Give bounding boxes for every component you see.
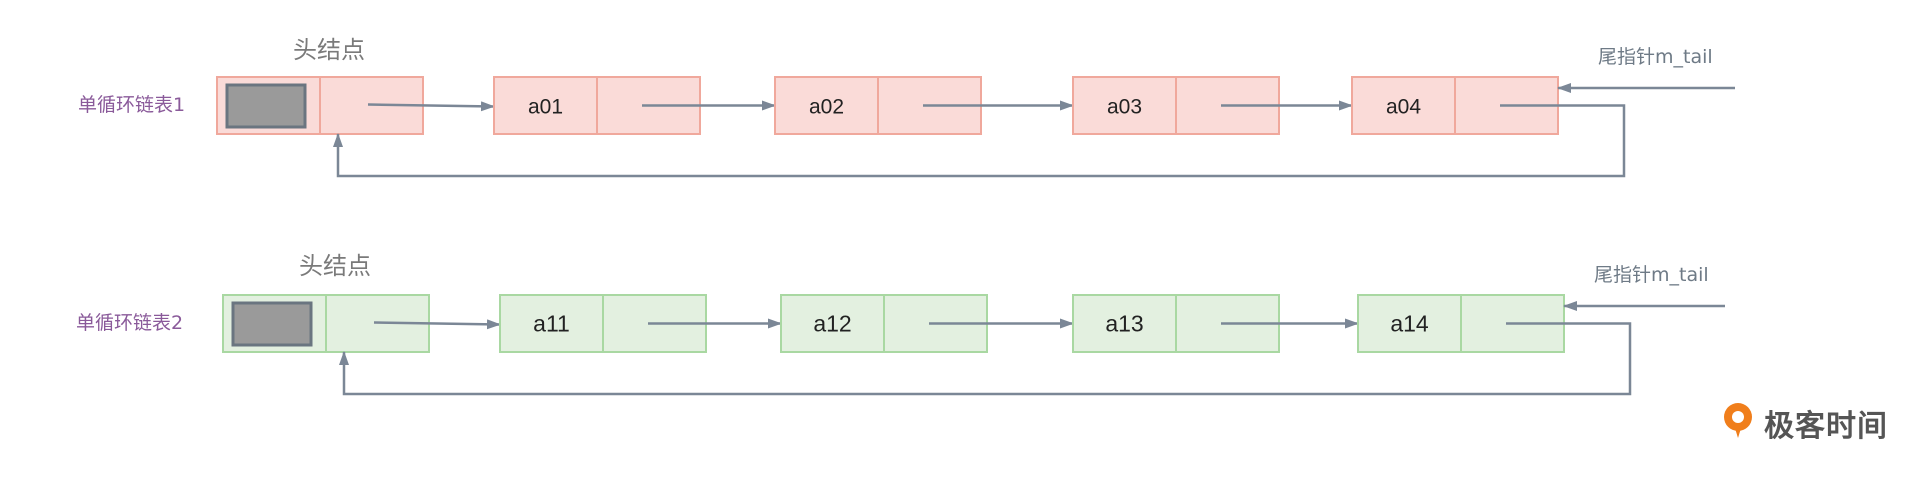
node-data-cell — [1072, 294, 1177, 353]
brand-text: 极客时间 — [1764, 409, 1888, 444]
next-pointer-arrow — [367, 101, 495, 112]
circular-return-arrow — [333, 104, 1626, 178]
list-title: 单循环链表2 — [76, 312, 184, 334]
node-label: a14 — [1390, 311, 1429, 337]
node-label: a11 — [533, 311, 570, 337]
node-label: a01 — [528, 96, 563, 119]
head-node-block — [225, 83, 307, 129]
node-label: a03 — [1107, 96, 1142, 119]
brand-logo: 极客时间 — [1720, 398, 1920, 448]
head-node-label: 头结点 — [293, 36, 365, 64]
tail-pointer-label: 尾指针m_tail — [1594, 264, 1709, 286]
node-data-cell — [499, 294, 604, 353]
head-node-label: 头结点 — [299, 252, 371, 280]
tail-pointer-label: 尾指针m_tail — [1598, 46, 1713, 68]
node-label: a02 — [809, 96, 844, 119]
node-label: a04 — [1386, 96, 1421, 119]
head-node-block — [231, 301, 313, 347]
node-data-cell — [493, 76, 598, 135]
geektime-logo-icon — [1724, 403, 1752, 438]
list-title: 单循环链表1 — [78, 94, 186, 116]
node-label: a12 — [813, 311, 851, 337]
node-data-cell — [780, 294, 885, 353]
node-data-cell — [1357, 294, 1462, 353]
next-pointer-arrow — [373, 319, 501, 330]
circular-return-arrow — [339, 322, 1632, 396]
node-label: a13 — [1105, 311, 1143, 337]
